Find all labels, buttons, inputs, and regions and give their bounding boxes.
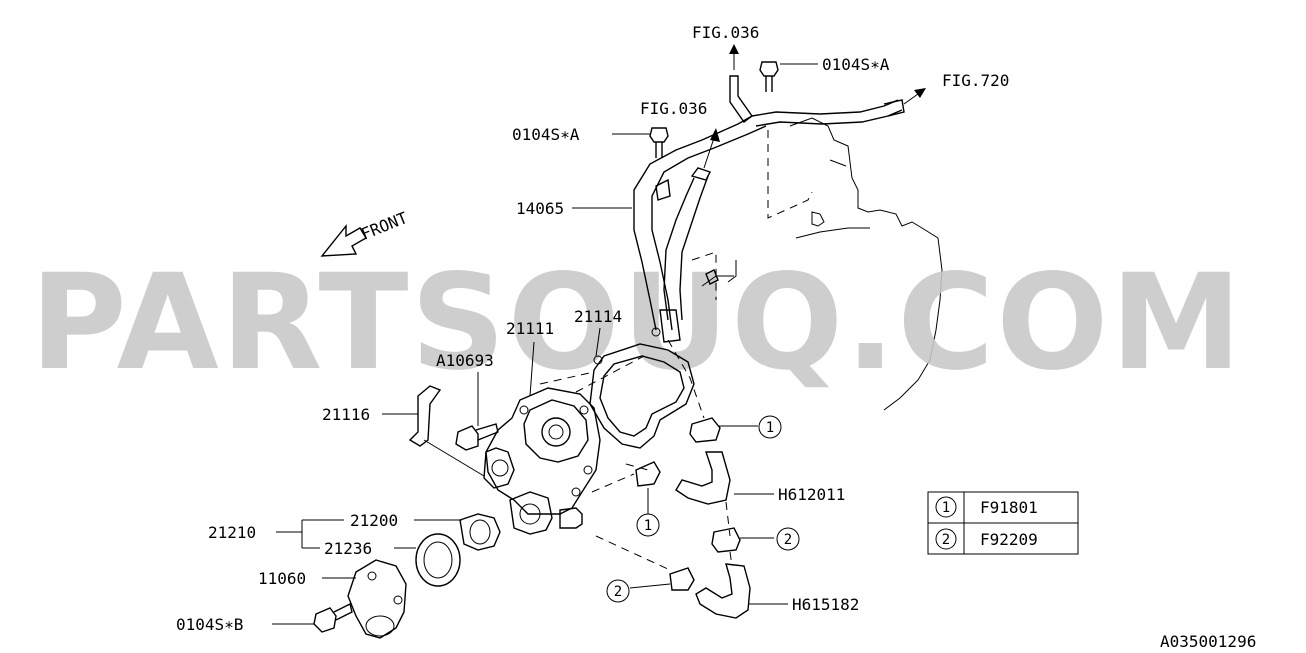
- callout-1-left[interactable]: 1: [636, 513, 660, 537]
- callout-2-left-num: 2: [614, 584, 622, 600]
- legend-code-2[interactable]: F92209: [980, 530, 1038, 549]
- arrow-fig720-icon: [914, 88, 926, 98]
- label-fig036-mid[interactable]: FIG.036: [640, 99, 707, 118]
- bolt-0104sb: [272, 602, 353, 633]
- callout-2-left[interactable]: 2: [606, 579, 630, 603]
- hose-21116: [382, 385, 485, 477]
- gasket-21236: [394, 533, 461, 587]
- label-21111[interactable]: 21111: [506, 319, 554, 338]
- bracket-21210: [276, 519, 344, 549]
- label-21116[interactable]: 21116: [322, 405, 370, 424]
- label-21210[interactable]: 21210: [208, 523, 256, 542]
- legend-row-1: 1 F91801: [935, 496, 1038, 518]
- watermark: PARTSOUQ.COM: [30, 246, 1244, 400]
- label-14065[interactable]: 14065: [516, 199, 564, 218]
- callout-1-right-num: 1: [766, 420, 774, 436]
- front-arrow-icon: [320, 224, 367, 257]
- label-21114[interactable]: 21114: [574, 307, 622, 326]
- front-label: FRONT: [358, 208, 410, 244]
- label-0104sa-left[interactable]: 0104S∗A: [512, 125, 580, 144]
- arrow-up-icon: [729, 44, 739, 54]
- bolt-a10693: [455, 372, 499, 451]
- legend-num-1: 1: [942, 500, 950, 516]
- callout-2-right[interactable]: 2: [776, 527, 800, 551]
- callout-1-left-num: 1: [644, 518, 652, 534]
- legend-num-2: 2: [942, 532, 950, 548]
- label-11060[interactable]: 11060: [258, 569, 306, 588]
- legend-row-2: 2 F92209: [935, 528, 1038, 550]
- callout-1-right[interactable]: 1: [758, 415, 782, 439]
- gasket-21114: [589, 327, 695, 449]
- engine-block: [727, 117, 943, 411]
- label-21200[interactable]: 21200: [350, 511, 398, 530]
- label-0104sb[interactable]: 0104S∗B: [176, 615, 243, 634]
- label-fig036-top[interactable]: FIG.036: [692, 23, 759, 42]
- label-h612011[interactable]: H612011: [778, 485, 845, 504]
- cover-11060: [322, 559, 407, 639]
- hose-h612011: [625, 339, 774, 537]
- label-h615182[interactable]: H615182: [792, 595, 859, 614]
- legend-code-1[interactable]: F91801: [980, 498, 1038, 517]
- callout-2-right-num: 2: [784, 532, 792, 548]
- upper-pipes: [612, 44, 926, 343]
- water-pump-21111: [483, 341, 645, 535]
- figure-code: A035001296: [1160, 632, 1256, 651]
- hose-h615182: [595, 527, 788, 619]
- label-0104sa-top[interactable]: 0104S∗A: [822, 55, 890, 74]
- thermostat-21200: [414, 513, 501, 551]
- label-fig720[interactable]: FIG.720: [942, 71, 1009, 90]
- label-21236[interactable]: 21236: [324, 539, 372, 558]
- label-a10693[interactable]: A10693: [436, 351, 494, 370]
- arrow-fig036-mid-icon: [710, 128, 720, 142]
- legend-table: 1 F91801 2 F92209: [927, 491, 1079, 555]
